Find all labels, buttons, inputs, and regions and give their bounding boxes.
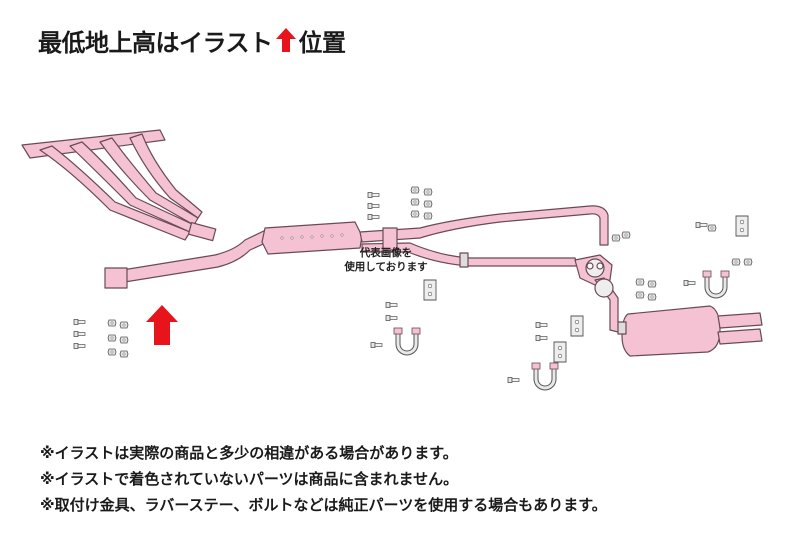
title-text-before: 最低地上高はイラスト <box>38 28 273 57</box>
pipe-clamp <box>459 252 469 268</box>
caption-line-1: 代表画像を <box>359 247 413 259</box>
rear-muffler <box>621 305 721 357</box>
ground-clearance-arrow <box>146 305 178 345</box>
mid-pipe-lower <box>361 242 579 267</box>
tail-pipe <box>717 312 763 329</box>
header-collector <box>187 221 217 242</box>
representative-image-caption: 代表画像を 使用しております <box>341 246 431 274</box>
note-item: ※取付け金具、ラバーステー、ボルトなどは純正パーツを使用する場合もあります。 <box>40 496 607 514</box>
caption-line-2: 使用しております <box>344 261 428 273</box>
mid-flange <box>382 227 398 251</box>
pipe-clamp <box>617 321 627 335</box>
page-title: 最低地上高はイラスト 位置 <box>38 22 346 58</box>
front-flange <box>104 267 128 289</box>
up-arrow-icon <box>275 27 297 53</box>
title-text-after: 位置 <box>298 28 347 57</box>
header-runner <box>129 133 203 219</box>
front-pipe <box>109 227 273 285</box>
note-item: ※イラストは実際の商品と多少の相違がある場合があります。 <box>40 444 458 462</box>
tail-pipe <box>717 328 763 345</box>
note-item: ※イラストで着色されていないパーツは商品に含まれません。 <box>40 470 459 488</box>
link-flange <box>594 278 614 298</box>
mid-pipe-upper <box>359 205 609 246</box>
exhaust-system-illustration <box>21 129 763 430</box>
notes-list: ※イラストは実際の商品と多少の相違がある場合があります。 ※イラストで着色されて… <box>40 440 780 518</box>
